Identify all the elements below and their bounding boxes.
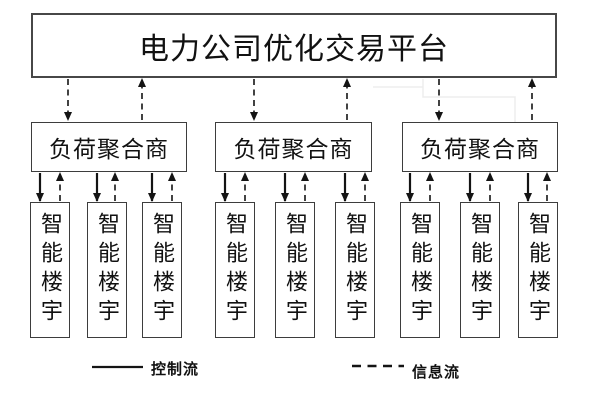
legend-control-flow-label: 控制流: [151, 361, 200, 378]
aggregator-label: 负荷聚合商: [420, 137, 540, 162]
aggregator-box-2: 负荷聚合商: [215, 122, 372, 172]
legend-info-flow-label: 信息流: [412, 364, 461, 381]
building-label: 智能楼宇: [526, 212, 551, 328]
building-box-2: 智能楼宇: [87, 202, 127, 338]
platform-box: 电力公司优化交易平台: [31, 13, 557, 78]
platform-label: 电力公司优化交易平台: [139, 32, 449, 66]
building-label: 智能楼宇: [38, 212, 63, 328]
building-box-8: 智能楼宇: [460, 202, 500, 338]
building-label: 智能楼宇: [95, 212, 120, 328]
building-label: 智能楼宇: [408, 212, 433, 328]
building-label: 智能楼宇: [150, 212, 175, 328]
building-label: 智能楼宇: [468, 212, 493, 328]
building-box-1: 智能楼宇: [30, 202, 70, 338]
building-box-4: 智能楼宇: [215, 202, 255, 338]
aggregator-label: 负荷聚合商: [233, 137, 354, 162]
aggregator-box-1: 负荷聚合商: [31, 122, 187, 172]
building-label: 智能楼宇: [223, 212, 248, 328]
building-box-6: 智能楼宇: [335, 202, 375, 338]
building-box-3: 智能楼宇: [142, 202, 182, 338]
building-box-5: 智能楼宇: [275, 202, 315, 338]
aggregator-label: 负荷聚合商: [49, 137, 169, 162]
building-label: 智能楼宇: [283, 212, 308, 328]
building-box-9: 智能楼宇: [518, 202, 558, 338]
aggregator-box-3: 负荷聚合商: [402, 122, 558, 172]
building-label: 智能楼宇: [343, 212, 368, 328]
building-box-7: 智能楼宇: [400, 202, 440, 338]
